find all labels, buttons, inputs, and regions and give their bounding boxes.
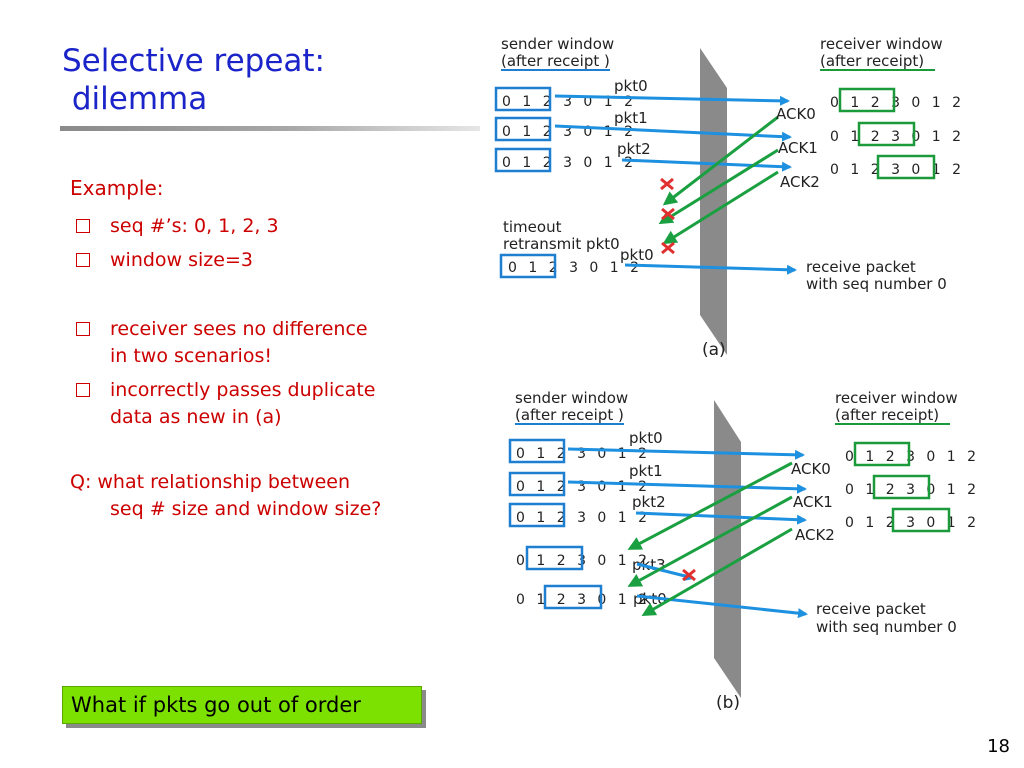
a-receiver-header2: (after receipt)	[820, 52, 924, 70]
a-sender-window	[494, 116, 552, 142]
b-sender-window	[525, 545, 584, 571]
b-pkt0-arrow	[567, 447, 805, 460]
point-2a: incorrectly passes duplicate	[110, 379, 376, 401]
a-sender-row: 0 1 2 3 0 1 2	[508, 260, 643, 276]
b-pkt0-new-arrow	[636, 594, 808, 619]
a-loss-marks	[660, 177, 675, 255]
b-sender-window	[508, 471, 566, 497]
b-pkt2-arrow	[635, 511, 807, 525]
b-pkt1-arrow	[567, 480, 807, 494]
b-pkt1-label: pkt1	[629, 462, 663, 480]
slide-title-line1: Selective repeat:	[62, 43, 326, 79]
a-pkt1-label: pkt1	[614, 109, 648, 127]
b-caption: (b)	[716, 693, 740, 713]
a-pkt0-arrow	[554, 94, 790, 106]
callout-box: What if pkts go out of order	[62, 686, 422, 724]
point-1a: receiver sees no difference	[110, 318, 368, 340]
a-timeout-label: timeout	[503, 218, 562, 236]
a-pkt2-label: pkt2	[617, 140, 651, 158]
b-receiver-header2: (after receipt)	[835, 406, 939, 424]
b-ack2-label: ACK2	[795, 526, 835, 544]
title-divider	[60, 126, 480, 131]
a-receive-label2: with seq number 0	[806, 275, 947, 293]
a-sender-header2: (after receipt )	[501, 52, 610, 70]
a-receiver-window	[838, 87, 896, 113]
b-ack0-arrow	[627, 461, 793, 550]
b-receiver-row: 0 1 2 3 0 1 2	[845, 482, 980, 498]
a-receiver-row: 0 1 2 3 0 1 2	[830, 95, 965, 111]
a-ack1-arrow	[658, 148, 779, 225]
b-pkt0-label: pkt0	[629, 429, 663, 447]
b-receiver-row: 0 1 2 3 0 1 2	[845, 515, 980, 531]
slide-title: Selective repeat: dilemma	[62, 42, 325, 118]
a-channel	[700, 48, 727, 355]
bullet-window: window size=3	[110, 249, 253, 271]
a-sender-window	[494, 86, 552, 112]
callout-text: What if pkts go out of order	[71, 693, 361, 717]
a-ack2-arrow	[662, 170, 779, 245]
bullet-seq: seq #’s: 0, 1, 2, 3	[110, 215, 279, 237]
b-receiver-window	[872, 474, 931, 500]
a-sender-window	[494, 147, 552, 173]
b-sender-row: 0 1 2 3 0 1 2	[516, 510, 651, 526]
a-retransmit-label: retransmit pkt0	[503, 235, 620, 253]
b-ack0-label: ACK0	[791, 460, 831, 478]
a-pkt2-arrow	[621, 158, 792, 172]
a-receiver-window	[857, 121, 916, 147]
b-receiver-window	[853, 441, 911, 467]
diagram-a: sender window (after receipt ) receiver …	[494, 35, 965, 360]
diagram-b: sender window (after receipt ) receiver …	[508, 389, 980, 713]
a-receiver-window	[876, 154, 936, 180]
b-loss-mark	[682, 568, 696, 582]
a-receiver-header1: receiver window	[820, 35, 943, 53]
page-number: 18	[987, 736, 1010, 757]
b-sender-header2: (after receipt )	[515, 406, 624, 424]
point-2b: data as new in (a)	[110, 406, 282, 428]
bullet-icon	[76, 383, 90, 397]
b-receive-label2: with seq number 0	[816, 618, 957, 636]
b-ack2-arrow	[641, 527, 793, 617]
b-pkt0-new-label: pkt0	[633, 590, 667, 608]
a-ack0-label: ACK0	[776, 105, 816, 123]
a-ack0-arrow	[662, 115, 779, 206]
a-sender-header1: sender window	[501, 35, 614, 53]
b-sender-row: 0 1 2 3 0 1 2	[516, 553, 651, 569]
b-sender-window	[543, 584, 603, 610]
b-ack1-arrow	[627, 495, 793, 587]
a-receiver-row: 0 1 2 3 0 1 2	[830, 129, 965, 145]
point-1b: in two scenarios!	[110, 345, 272, 367]
b-ack1-label: ACK1	[793, 493, 833, 511]
a-ack2-label: ACK2	[780, 173, 820, 191]
b-sender-header1: sender window	[515, 389, 628, 407]
slide-title-line2: dilemma	[62, 81, 208, 117]
a-receive-label1: receive packet	[806, 258, 916, 276]
a-caption: (a)	[702, 340, 726, 360]
a-retx-arrow	[624, 263, 797, 275]
b-receiver-row: 0 1 2 3 0 1 2	[845, 449, 980, 465]
a-pkt0-label: pkt0	[614, 77, 648, 95]
a-sender-row: 0 1 2 3 0 1 2	[502, 155, 637, 171]
b-sender-row: 0 1 2 3 0 1 2	[516, 592, 651, 608]
question-line2: seq # size and window size?	[110, 498, 382, 520]
a-sender-window	[499, 253, 557, 279]
b-sender-window	[508, 502, 566, 528]
b-pkt3-arrow	[636, 562, 695, 581]
question-line1: Q: what relationship between	[70, 471, 350, 493]
a-pkt1-arrow	[554, 124, 792, 142]
a-ack1-label: ACK1	[778, 139, 818, 157]
b-receiver-window	[891, 507, 951, 533]
example-heading: Example:	[70, 176, 164, 200]
bullet-icon	[76, 322, 90, 336]
a-pkt0-retx-label: pkt0	[620, 246, 654, 264]
b-sender-window	[508, 438, 566, 464]
bullet-icon	[76, 253, 90, 267]
b-pkt2-label: pkt2	[632, 493, 666, 511]
bullet-icon	[76, 219, 90, 233]
b-receiver-header1: receiver window	[835, 389, 958, 407]
a-receiver-row: 0 1 2 3 0 1 2	[830, 162, 965, 178]
b-receive-label1: receive packet	[816, 600, 926, 618]
b-channel	[714, 400, 741, 698]
